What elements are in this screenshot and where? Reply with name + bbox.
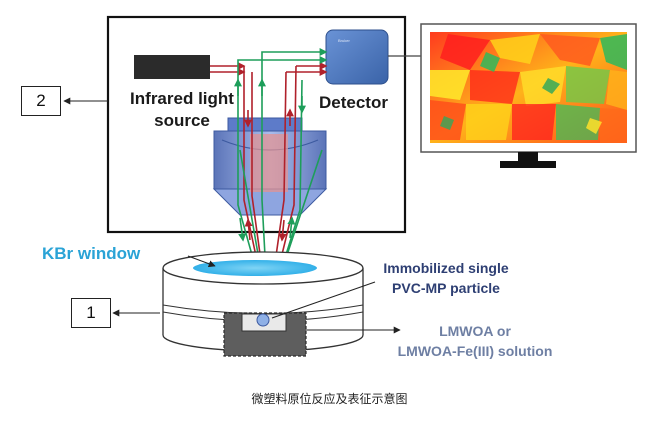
solution-label: LMWOA or LMWOA-Fe(III) solution [370,321,580,361]
annotation-lines [63,97,401,334]
label-box-2-text: 2 [36,91,46,110]
pvc-particle [256,313,270,327]
monitor-icon [420,23,637,168]
source-label-line1: Infrared light [130,89,234,108]
detector-box-icon: Bruker [325,29,389,85]
figure-caption: 微塑料原位反应及表征示意图 [251,392,408,406]
particle-label: Immobilized single PVC-MP particle [366,258,526,298]
solution-label-line2: LMWOA-Fe(III) solution [397,343,553,359]
label-box-1: 1 [71,298,111,328]
detector-device-text: Bruker [338,38,350,43]
kbr-window-disc [193,260,317,276]
solution-label-line1: LMWOA or [439,323,511,339]
particle-label-line1: Immobilized single [383,260,509,276]
detector-label: Detector [319,93,388,112]
objective-lens-icon [212,117,328,216]
label-box-1-text: 1 [86,303,96,322]
reaction-cell-icon [162,251,364,357]
source-label-line2: source [154,111,210,130]
ir-source-icon [134,55,210,79]
source-label: Infrared light source [116,88,248,132]
heatmap-patches [430,34,627,143]
label-box-2: 2 [21,86,61,116]
particle-label-line2: PVC-MP particle [392,280,500,296]
kbr-window-label: KBr window [42,244,141,263]
